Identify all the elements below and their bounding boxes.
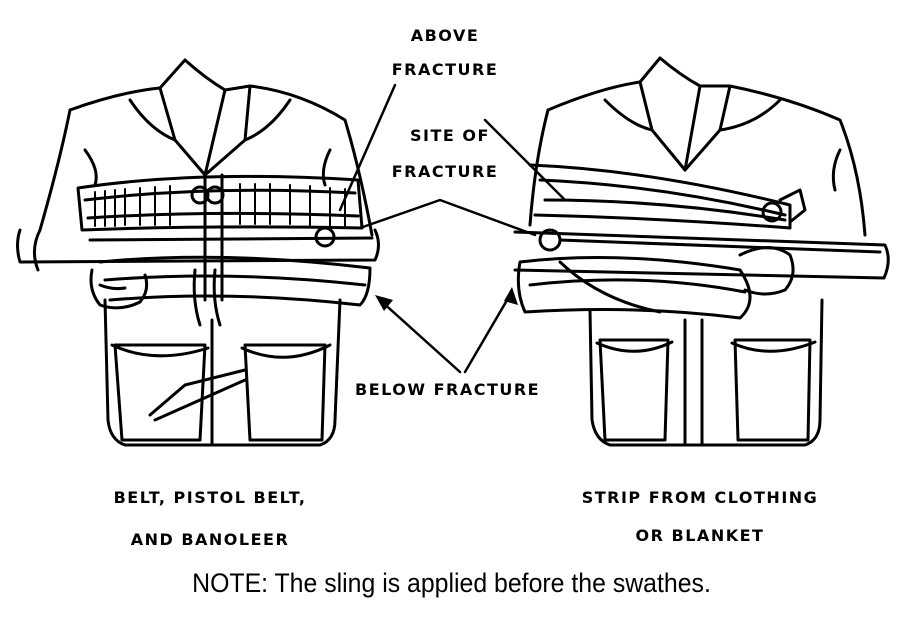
left-figure-belt-swathe — [76, 174, 364, 248]
caption-right-line2: OR BLANKET — [635, 526, 765, 545]
right-figure-torso — [528, 56, 867, 447]
label-above: ABOVE — [410, 26, 480, 45]
label-below-fracture: BELOW FRACTURE — [355, 380, 541, 399]
arrowhead-below-right — [504, 287, 518, 305]
caption-right-line1: STRIP FROM CLOTHING — [581, 488, 819, 507]
leader-lines — [338, 83, 567, 374]
caption-left-line2: AND BANOLEER — [130, 530, 290, 549]
arrowhead-below-left — [375, 295, 393, 311]
label-site-of: SITE OF — [410, 126, 490, 145]
left-figure-pockets — [110, 343, 332, 442]
right-figure-cloth-swathe — [528, 163, 807, 252]
left-figure-arms — [16, 228, 380, 327]
leader-site-v — [358, 198, 537, 237]
note-text: NOTE: The sling is applied before the sw… — [192, 568, 711, 598]
leader-site-of-fracture — [483, 118, 567, 202]
right-figure-arms — [513, 230, 890, 320]
label-fracture-site: FRACTURE — [391, 162, 499, 181]
caption-left-line1: BELT, PISTOL BELT, — [113, 488, 307, 507]
leader-below-left — [378, 298, 462, 374]
left-figure-torso — [33, 58, 374, 447]
leader-below-right — [463, 293, 512, 374]
right-figure-pockets — [595, 338, 817, 442]
label-fracture-above: FRACTURE — [391, 60, 499, 79]
leader-above-fracture — [338, 83, 397, 212]
